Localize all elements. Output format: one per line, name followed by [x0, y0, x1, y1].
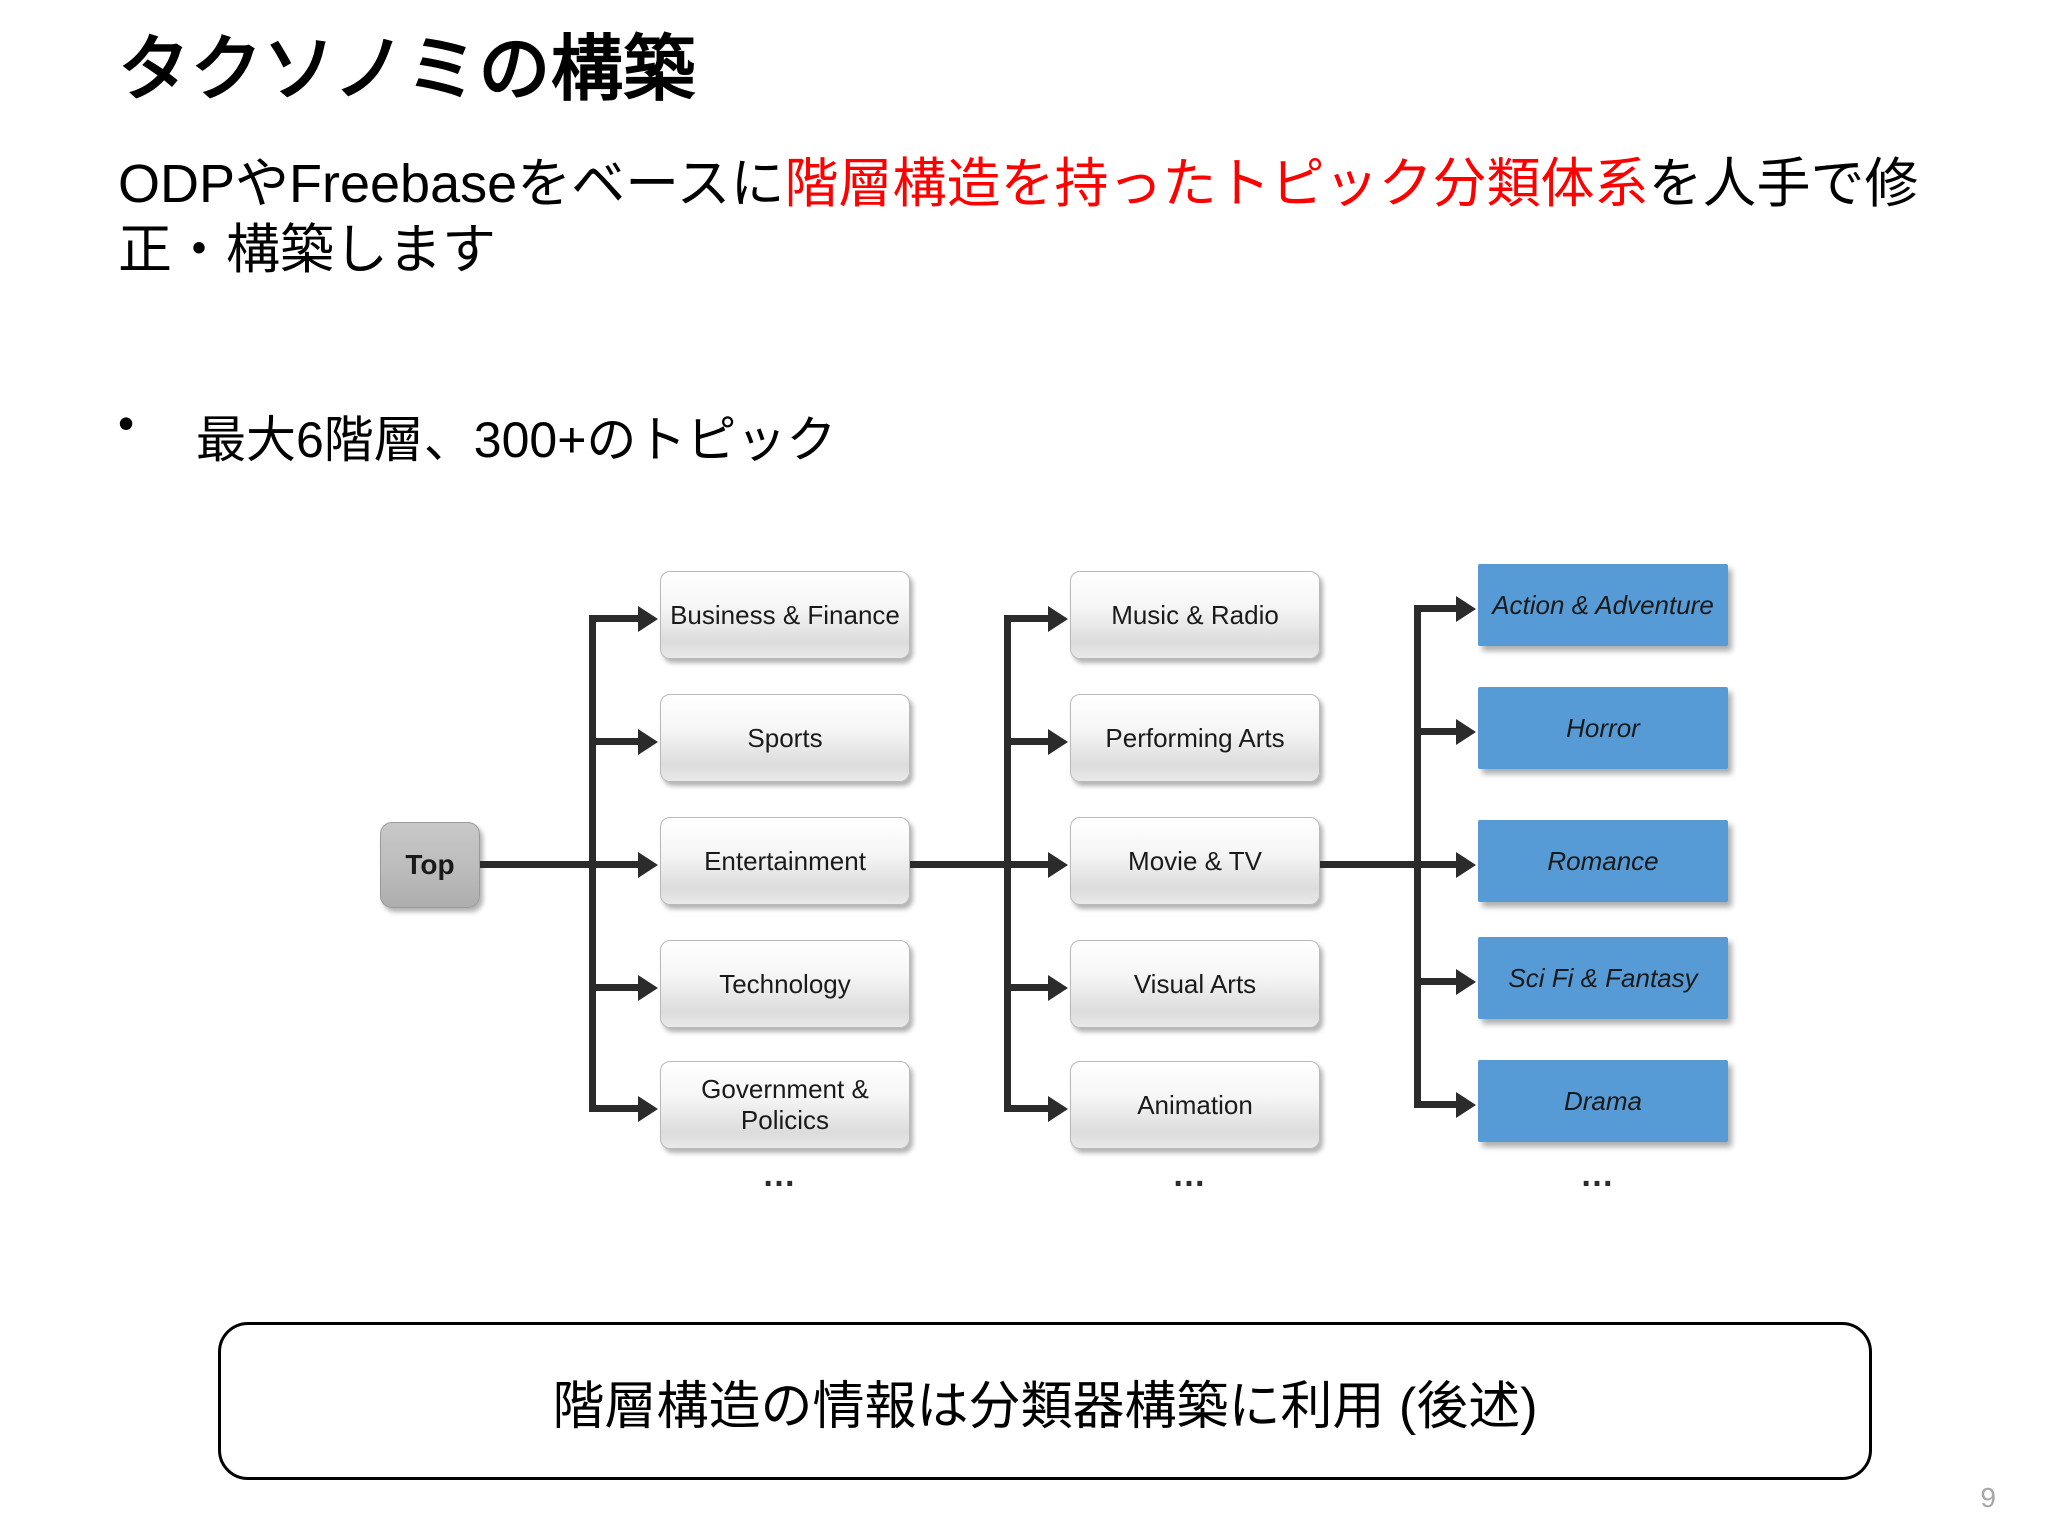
diagram-node-label: Performing Arts	[1105, 722, 1285, 753]
diagram-node-top[interactable]: Top	[380, 822, 480, 908]
diagram-node-visual-arts[interactable]: Visual Arts	[1070, 940, 1320, 1028]
diagram-node-label: Government & Policics	[701, 1074, 869, 1135]
arrow-head-icon	[1048, 852, 1068, 878]
page-title: タクソノミの構築	[118, 30, 696, 110]
edge-l2-5	[1004, 1105, 1054, 1112]
subtitle: ODPやFreebaseをベースに階層構造を持ったトピック分類体系を人手で修正・…	[118, 152, 1938, 284]
diagram-node-label: Technology	[719, 968, 851, 999]
taxonomy-tree-diagram: Top Business & Finance Sports Entertainm…	[380, 560, 1728, 1210]
arrow-head-icon	[1456, 719, 1476, 745]
arrow-head-icon	[638, 729, 658, 755]
diagram-node-label: Business & Finance	[670, 599, 900, 630]
arrow-head-icon	[1456, 1092, 1476, 1118]
arrow-head-icon	[1048, 975, 1068, 1001]
arrow-head-icon	[638, 852, 658, 878]
diagram-node-horror[interactable]: Horror	[1478, 687, 1728, 769]
arrow-head-icon	[1048, 729, 1068, 755]
edge-l2-3	[1004, 861, 1054, 868]
diagram-node-label: Sports	[747, 722, 823, 753]
diagram-node-business-finance[interactable]: Business & Finance	[660, 571, 910, 659]
edge-l3-1	[1414, 605, 1462, 612]
edge-l2-1	[1004, 615, 1054, 622]
diagram-node-animation[interactable]: Animation	[1070, 1061, 1320, 1149]
edge-l3-3	[1414, 861, 1462, 868]
diagram-node-entertainment[interactable]: Entertainment	[660, 817, 910, 905]
diagram-node-action-adventure[interactable]: Action & Adventure	[1478, 564, 1728, 646]
diagram-node-movie-tv[interactable]: Movie & TV	[1070, 817, 1320, 905]
edge-l1-2	[589, 738, 644, 745]
ellipsis-level3: …	[1580, 1156, 1621, 1194]
bullet-list-item: • 最大6階層、300+のトピック	[118, 400, 836, 472]
subtitle-lead: ODPやFreebaseをベースに	[118, 154, 785, 214]
diagram-node-technology[interactable]: Technology	[660, 940, 910, 1028]
diagram-node-label: Top	[405, 849, 455, 881]
arrow-head-icon	[1456, 852, 1476, 878]
edge-l3-5	[1414, 1101, 1462, 1108]
diagram-node-label: Romance	[1547, 845, 1659, 876]
edge-l1-3	[589, 861, 644, 868]
ellipsis-level2: …	[1172, 1156, 1213, 1194]
subtitle-tail: を人手で修正・構築します	[118, 154, 1919, 280]
edge-root-horizontal	[480, 861, 593, 868]
diagram-node-performing-arts[interactable]: Performing Arts	[1070, 694, 1320, 782]
diagram-node-label: Entertainment	[704, 845, 866, 876]
edge-l2-2	[1004, 738, 1054, 745]
edge-level3-spine	[1414, 608, 1421, 1108]
arrow-head-icon	[638, 606, 658, 632]
diagram-node-sports[interactable]: Sports	[660, 694, 910, 782]
diagram-node-label: Visual Arts	[1133, 968, 1257, 999]
edge-l1-4	[589, 984, 644, 991]
arrow-head-icon	[1456, 969, 1476, 995]
edge-entertainment-horizontal	[910, 861, 1008, 868]
diagram-node-music-radio[interactable]: Music & Radio	[1070, 571, 1320, 659]
diagram-node-government-policics[interactable]: Government & Policics	[660, 1061, 910, 1149]
diagram-node-romance[interactable]: Romance	[1478, 820, 1728, 902]
arrow-head-icon	[638, 975, 658, 1001]
edge-movie-tv-horizontal	[1320, 861, 1418, 868]
bullet-text: 最大6階層、300+のトピック	[196, 412, 837, 468]
subtitle-highlight: 階層構造を持ったトピック分類体系	[784, 154, 1649, 214]
diagram-node-label: Horror	[1566, 712, 1640, 743]
diagram-node-label: Action & Adventure	[1492, 589, 1714, 620]
diagram-node-label: Sci Fi & Fantasy	[1508, 962, 1698, 993]
edge-l1-1	[589, 615, 644, 622]
callout-box: 階層構造の情報は分類器構築に利用 (後述)	[218, 1322, 1872, 1480]
diagram-node-label: Animation	[1137, 1089, 1253, 1120]
diagram-node-label: Drama	[1563, 1085, 1642, 1116]
edge-l2-4	[1004, 984, 1054, 991]
arrow-head-icon	[1048, 606, 1068, 632]
arrow-head-icon	[1456, 596, 1476, 622]
diagram-node-drama[interactable]: Drama	[1478, 1060, 1728, 1142]
diagram-node-sci-fi-fantasy[interactable]: Sci Fi & Fantasy	[1478, 937, 1728, 1019]
edge-l3-2	[1414, 728, 1462, 735]
arrow-head-icon	[638, 1096, 658, 1122]
edge-l3-4	[1414, 978, 1462, 985]
callout-text: 階層構造の情報は分類器構築に利用 (後述)	[552, 1377, 1538, 1436]
page-number: 9	[1980, 1482, 1996, 1513]
diagram-node-label: Movie & TV	[1128, 845, 1262, 876]
ellipsis-level1: …	[762, 1156, 803, 1194]
edge-l1-5	[589, 1105, 644, 1112]
diagram-node-label: Music & Radio	[1111, 599, 1279, 630]
bullet-marker-icon: •	[118, 397, 135, 449]
arrow-head-icon	[1048, 1096, 1068, 1122]
